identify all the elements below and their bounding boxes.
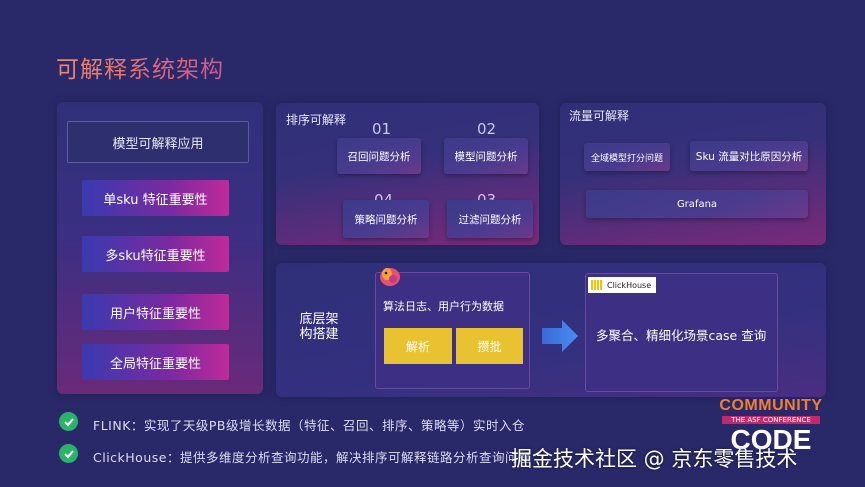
clickhouse-query-text: 多聚合、精细化场景case 查询 [596, 328, 767, 343]
card-model-analysis: 模型问题分析 [444, 138, 528, 174]
conference-community: COMMUNITY [719, 397, 823, 414]
feature-global: 全局特征重要性 [82, 344, 229, 380]
traffic-explain-panel [560, 103, 826, 245]
bullet-clickhouse: ClickHouse：提供多维度分析查询功能，解决排序可解释链路分析查询问题 [93, 450, 531, 465]
clickhouse-logo: ClickHouse [588, 277, 656, 293]
parse-button: 解析 [384, 328, 452, 364]
feature-single-sku: 单sku 特征重要性 [82, 180, 229, 216]
check-icon [59, 444, 78, 463]
watermark: 掘金技术社区 @ 京东零售技术 [511, 447, 798, 471]
card-grafana: Grafana [586, 190, 808, 218]
model-explain-header: 模型可解释应用 [67, 121, 249, 163]
ranking-num-01: 01 [372, 120, 392, 138]
card-sku-traffic-compare: Sku 流量对比原因分析 [690, 141, 808, 171]
conference-code: CODE [730, 424, 812, 455]
clickhouse-bars-icon [591, 280, 603, 290]
flink-data-title: 算法日志、用户行为数据 [383, 300, 504, 313]
card-recall-analysis: 召回问题分析 [337, 138, 421, 174]
check-icon [59, 412, 78, 431]
ranking-panel-title: 排序可解释 [286, 113, 347, 127]
card-strategy-analysis: 策略问题分析 [343, 200, 429, 238]
feature-multi-sku: 多sku特征重要性 [82, 236, 229, 272]
slide-title: 可解释系统架构 [56, 50, 224, 84]
conference-subtitle: THE ASF CONFERENCE [722, 416, 820, 424]
flow-arrow-icon [540, 318, 580, 354]
feature-user: 用户特征重要性 [82, 294, 229, 330]
card-filter-analysis: 过滤问题分析 [447, 200, 533, 238]
batch-button: 攒批 [456, 328, 523, 364]
flink-logo-icon [377, 262, 403, 288]
ranking-num-02: 02 [477, 120, 497, 138]
bullet-flink: FLINK：实现了天级PB级增长数据（特征、召回、排序、策略等）实时入仓 [93, 418, 526, 433]
base-architecture-title: 底层架构搭建 [299, 312, 339, 342]
conference-logo: COMMUNITY THE ASF CONFERENCE CODE [716, 397, 826, 455]
traffic-panel-title: 流量可解释 [569, 109, 630, 123]
card-global-model-score: 全域模型打分问题 [584, 143, 670, 171]
clickhouse-logo-text: ClickHouse [607, 280, 652, 290]
